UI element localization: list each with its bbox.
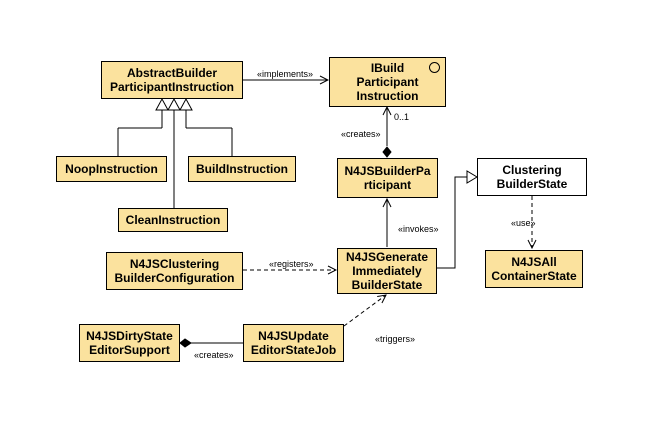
class-n4js-all-container-state: N4JSAll ContainerState: [485, 250, 583, 288]
composition-diamond-top: [382, 146, 392, 158]
triggers-edge: [343, 295, 386, 327]
label-registers: «registers»: [269, 259, 314, 269]
label-creates-bottom: «creates»: [194, 350, 234, 360]
class-n4js-dirty-state-editor-support: N4JSDirtyState EditorSupport: [79, 324, 180, 362]
class-n4js-update-editor-state-job: N4JSUpdate EditorStateJob: [243, 324, 344, 362]
generalization-edges: [117, 110, 233, 208]
class-n4js-builder-participant: N4JSBuilderPa rticipant: [337, 158, 438, 198]
label-multiplicity: 0..1: [394, 112, 410, 122]
class-clustering-builder-state: Clustering BuilderState: [477, 158, 587, 196]
class-abstract-builder-participant-instruction: AbstractBuilder ParticipantInstruction: [101, 61, 243, 99]
class-n4js-generate-immediately-builder-state: N4JSGenerate Immediately BuilderState: [337, 248, 437, 294]
generalization-arrowheads: [155, 97, 193, 111]
label-implements: «implements»: [257, 69, 314, 79]
interface-label: IBuild Participant Instruction: [356, 61, 419, 103]
composition-diamond-bottom: [179, 338, 192, 348]
generate-generalization-arrowhead: [466, 170, 478, 184]
label-use: «use»: [511, 218, 536, 228]
interface-circle-icon: [429, 62, 440, 73]
class-build-instruction: BuildInstruction: [188, 156, 296, 182]
label-creates-top: «creates»: [341, 129, 381, 139]
interface-ibuild-participant-instruction: IBuild Participant Instruction: [329, 57, 446, 107]
class-clean-instruction: CleanInstruction: [118, 208, 228, 232]
label-triggers: «triggers»: [375, 334, 416, 344]
generate-generalization-edge: [437, 176, 468, 269]
class-n4js-clustering-builder-configuration: N4JSClustering BuilderConfiguration: [106, 252, 243, 290]
label-invokes: «invokes»: [398, 224, 439, 234]
class-noop-instruction: NoopInstruction: [56, 156, 167, 182]
